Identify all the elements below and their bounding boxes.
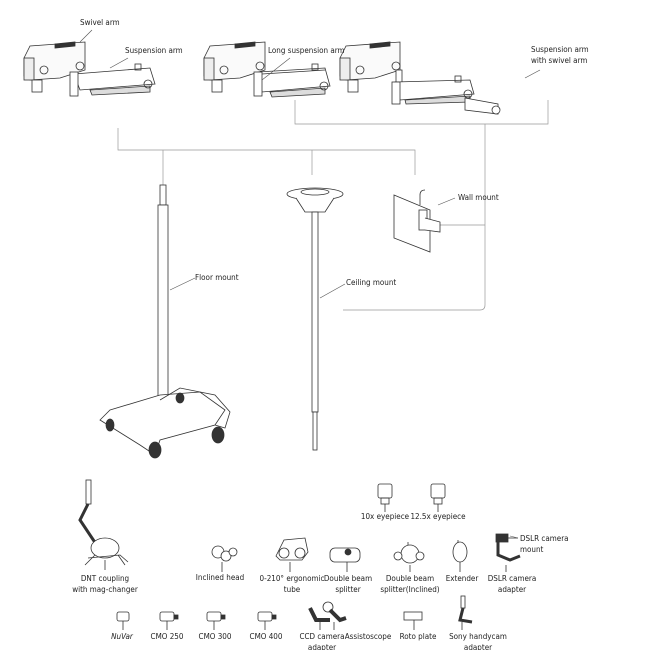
label-nuvar: NuVar [111,632,133,641]
label-cmo-400: CMO 400 [249,632,283,641]
label-suspension-arm: Suspension arm [125,46,183,55]
label-ceiling-mount: Ceiling mount [346,278,397,287]
label-leader-lines [79,29,541,539]
label-cmo-250: CMO 250 [150,632,184,641]
label-inclined-head: Inclined head [195,573,245,582]
label-roto-plate: Roto plate [399,632,437,641]
ergonomic-tube-icon [275,537,309,572]
sony-handycam-adapter-icon [458,595,473,630]
inclined-head-icon [211,545,238,572]
long-suspension-arm-drawing [203,41,331,98]
label-cmo-300: CMO 300 [198,632,232,641]
wall-mount-drawing [393,189,441,253]
label-assistoscope: Assistoscope [344,632,392,641]
ceiling-mount-drawing [286,187,344,451]
nuvar-icon [116,611,130,630]
dslr-camera-adapter-icon [495,533,521,572]
suspension-arm-with-swivel-arm-drawing [339,41,501,115]
suspension-arm-drawing [69,63,156,97]
label-wall-mount: Wall mount [458,193,499,202]
label-swivel-arm: Swivel arm [80,18,120,27]
label-12-5x-eyepiece: 12.5x eyepiece [410,512,466,521]
label-long-suspension-arm: Long suspension arm [268,46,345,55]
accessory-icons-row1 [211,533,521,572]
cmo-400-icon [257,611,277,630]
ccd-camera-adapter-icon [308,607,330,630]
extender-icon [452,540,468,572]
assistoscope-icon [322,601,347,630]
double-beam-splitter-icon [329,547,361,572]
label-extender: Extender [445,574,479,583]
floor-mount-drawing [99,184,231,459]
double-beam-splitter-inclined-icon [393,542,425,572]
label-floor-mount: Floor mount [195,273,239,282]
dnt-coupling-drawing [78,479,129,570]
connector-lines [117,100,549,311]
cmo-250-icon [159,611,179,630]
eyepiece-drawings [377,483,446,512]
roto-plate-icon [403,611,423,630]
accessory-icons-row2 [116,595,473,630]
label-10x-eyepiece: 10x eyepiece [360,512,410,521]
cmo-300-icon [206,611,226,630]
